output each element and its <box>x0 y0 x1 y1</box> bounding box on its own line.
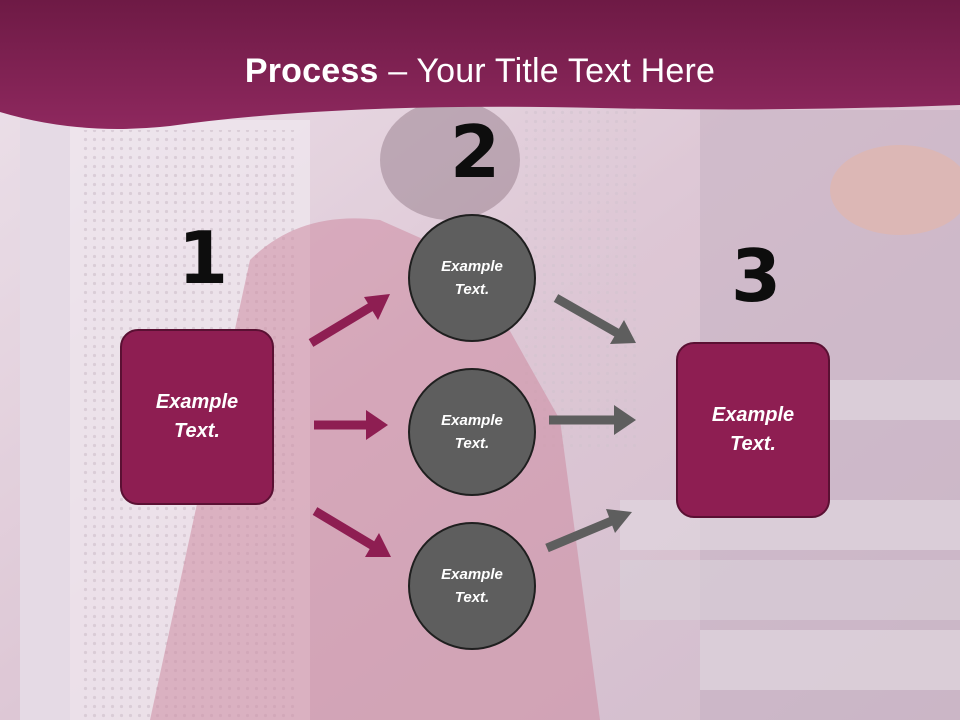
step-number-3: 3 <box>731 234 782 318</box>
title-bold: Process <box>244 52 379 90</box>
step-number-1: 1 <box>178 216 229 300</box>
header-band <box>0 0 960 129</box>
step-number-2: 2 <box>450 110 501 194</box>
title-rest: – Your Title Text Here <box>378 52 716 90</box>
slide-title: Process – Your Title Text Here <box>0 52 960 91</box>
